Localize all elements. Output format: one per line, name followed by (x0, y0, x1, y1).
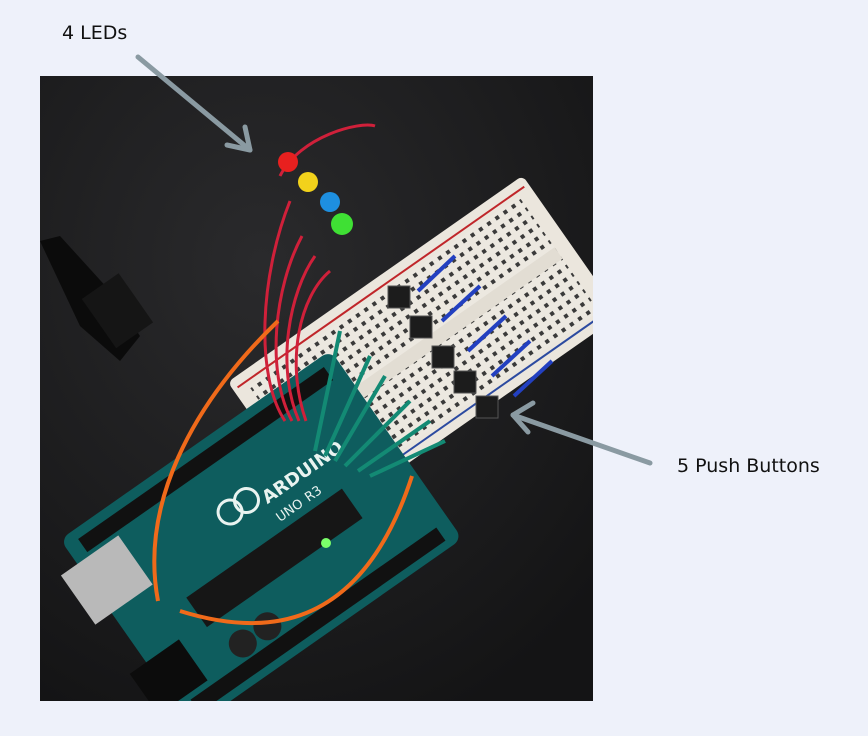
circuit-photo: ARDUINO UNO R3 (40, 76, 593, 701)
power-led (321, 538, 331, 548)
leds-annotation-label: 4 LEDs (62, 22, 128, 44)
push-button-4 (453, 370, 477, 394)
buttons-arrow-line (510, 412, 653, 466)
leds-arrow-line (135, 54, 253, 153)
push-button-5 (475, 395, 499, 419)
yellow-led (298, 172, 318, 192)
red-led (278, 152, 298, 172)
green-led (331, 213, 353, 235)
leds (278, 152, 353, 235)
blue-jumpers (416, 254, 554, 398)
push-buttons-annotation-label: 5 Push Buttons (677, 455, 820, 477)
push-button-2 (409, 315, 433, 339)
circuit-illustration: ARDUINO UNO R3 (40, 76, 593, 701)
push-button-3 (431, 345, 455, 369)
leds-arrow-head (224, 124, 253, 153)
usb-cable (40, 236, 154, 361)
teal-wires (313, 330, 446, 478)
push-button-1 (387, 285, 411, 309)
red-wires (263, 123, 376, 422)
blue-led (320, 192, 340, 212)
orange-wires (152, 319, 414, 626)
buttons-arrow-head (510, 400, 536, 435)
push-buttons (387, 285, 499, 419)
arduino-board: ARDUINO UNO R3 (60, 354, 459, 701)
